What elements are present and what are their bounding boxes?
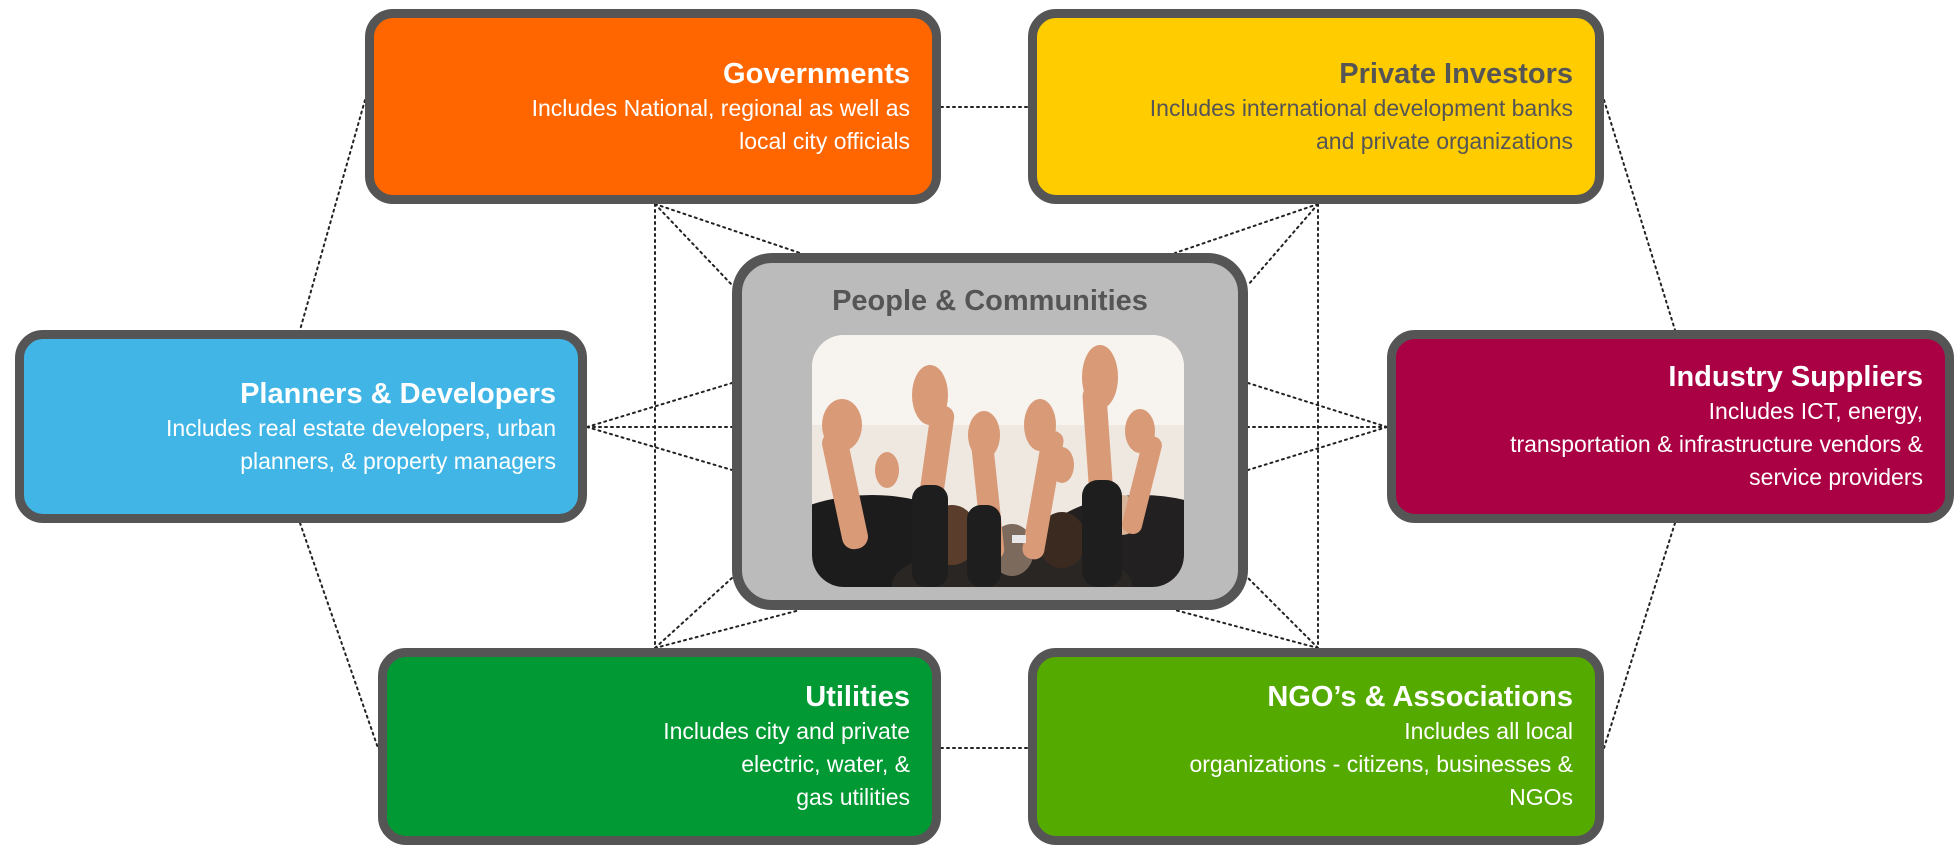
ngos-associations-desc-line-3: NGOs bbox=[1509, 784, 1573, 810]
private-investors-box: Private Investors Includes international… bbox=[1028, 9, 1604, 204]
connector-investors-center-a bbox=[1174, 203, 1319, 254]
connector-planners-utilities bbox=[299, 522, 379, 749]
connector-ngos-center-b bbox=[1247, 577, 1319, 649]
industry-suppliers-desc-line-2: transportation & infrastructure vendors … bbox=[1510, 431, 1923, 457]
utilities-desc-line-3: gas utilities bbox=[796, 784, 910, 810]
ngos-associations-title: NGO’s & Associations bbox=[1267, 681, 1573, 713]
ngos-associations-desc-line-2: organizations - citizens, businesses & bbox=[1189, 751, 1573, 777]
connector-industry-center-c bbox=[1247, 426, 1388, 471]
connector-planners-center-c bbox=[586, 426, 733, 471]
connector-governments-planners bbox=[299, 99, 366, 331]
connector-governments-center-a bbox=[654, 203, 801, 254]
planners-developers-box: Planners & Developers Includes real esta… bbox=[15, 330, 587, 523]
industry-suppliers-desc-line-3: service providers bbox=[1749, 464, 1923, 490]
governments-title: Governments bbox=[723, 57, 910, 90]
private-investors-desc-line-1: Includes international development banks bbox=[1149, 94, 1573, 121]
industry-suppliers-box: Industry Suppliers Includes ICT, energy,… bbox=[1387, 330, 1954, 523]
ngos-associations-desc-line-1: Includes all local bbox=[1404, 718, 1573, 744]
connector-industry-center-a bbox=[1247, 382, 1388, 428]
private-investors-title: Private Investors bbox=[1339, 57, 1573, 90]
connector-investors-center-b bbox=[1247, 203, 1319, 286]
planners-developers-title: Planners & Developers bbox=[240, 377, 556, 410]
connector-industry-ngos bbox=[1603, 522, 1676, 749]
connector-utilities-center-b bbox=[654, 577, 733, 649]
connector-planners-center-a bbox=[586, 382, 733, 428]
connector-governments-center-b bbox=[654, 203, 733, 286]
utilities-box: Utilities Includes city and private elec… bbox=[378, 648, 941, 845]
connector-ngos-center-a bbox=[1174, 609, 1319, 649]
governments-desc-line-1: Includes National, regional as well as bbox=[531, 94, 910, 121]
raised-hands-photo bbox=[812, 335, 1184, 587]
connector-investors-industry bbox=[1603, 99, 1676, 331]
industry-suppliers-title: Industry Suppliers bbox=[1668, 361, 1923, 393]
private-investors-desc-line-2: and private organizations bbox=[1316, 127, 1573, 154]
ngos-associations-box: NGO’s & Associations Includes all local … bbox=[1028, 648, 1604, 845]
governments-desc-line-2: local city officials bbox=[739, 127, 910, 154]
people-communities-box: People & Communities bbox=[732, 253, 1248, 610]
utilities-title: Utilities bbox=[805, 681, 910, 713]
governments-box: Governments Includes National, regional … bbox=[365, 9, 941, 204]
people-communities-title: People & Communities bbox=[832, 285, 1148, 317]
planners-developers-desc-line-1: Includes real estate developers, urban bbox=[166, 414, 556, 441]
connector-utilities-center-a bbox=[654, 609, 801, 649]
industry-suppliers-desc-line-1: Includes ICT, energy, bbox=[1708, 398, 1923, 424]
utilities-desc-line-1: Includes city and private bbox=[663, 718, 910, 744]
utilities-desc-line-2: electric, water, & bbox=[741, 751, 910, 777]
planners-developers-desc-line-2: planners, & property managers bbox=[240, 447, 556, 474]
